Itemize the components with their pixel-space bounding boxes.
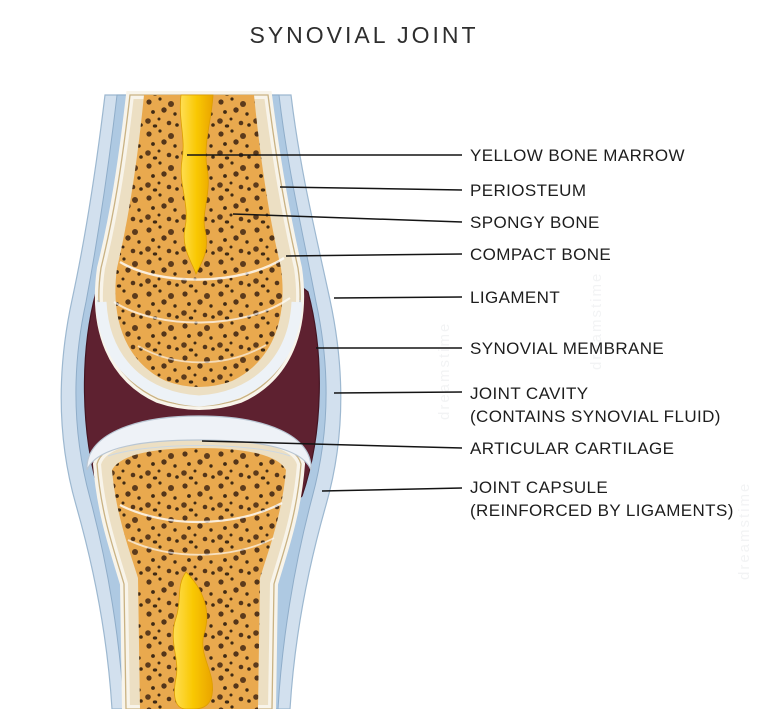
yellow-bone-marrow-shape — [179, 94, 214, 276]
page-title: SYNOVIAL JOINT — [249, 22, 479, 48]
label-text: YELLOW BONE MARROW — [470, 146, 686, 165]
leader-lines — [187, 154, 463, 492]
leader-line-spongy-bone — [232, 213, 463, 223]
upper-spongy-striation — [113, 297, 291, 324]
leader-line-ligament — [333, 296, 463, 299]
label-text: ARTICULAR CARTILAGE — [470, 439, 675, 458]
leader-line-articular-cartilage — [201, 440, 463, 449]
leader-line-joint-cavity — [333, 391, 463, 394]
leader-line-joint-capsule — [321, 487, 463, 492]
lower-spongy-striation — [119, 502, 283, 524]
label-text: SPONGY BONE — [470, 213, 600, 232]
label-subtext: (CONTAINS SYNOVIAL FLUID) — [470, 407, 721, 426]
leader-line-periosteum — [279, 186, 463, 191]
upper-articular-cartilage-shape — [95, 301, 303, 407]
upper-spongy-striation — [119, 256, 285, 281]
leader-line-compact-bone — [285, 253, 463, 257]
label-text: COMPACT BONE — [470, 245, 612, 264]
label-joint-cavity: JOINT CAVITY (CONTAINS SYNOVIAL FLUID) — [470, 382, 721, 428]
label-synovial-membrane: SYNOVIAL MEMBRANE — [470, 337, 664, 360]
label-subtext: (REINFORCED BY LIGAMENTS) — [470, 501, 734, 520]
lower-spongy-striation — [127, 537, 275, 556]
label-yellow-bone-marrow: YELLOW BONE MARROW — [470, 144, 685, 167]
label-compact-bone: COMPACT BONE — [470, 243, 611, 266]
label-joint-capsule: JOINT CAPSULE (REINFORCED BY LIGAMENTS) — [470, 476, 734, 522]
yellow-bone-marrow-lower-shape — [172, 571, 213, 709]
label-text: JOINT CAPSULE — [470, 478, 609, 497]
label-text: LIGAMENT — [470, 288, 561, 307]
upper-spongy-striation — [137, 344, 267, 364]
label-spongy-bone: SPONGY BONE — [470, 211, 600, 234]
label-ligament: LIGAMENT — [470, 286, 560, 309]
label-text: SYNOVIAL MEMBRANE — [470, 339, 665, 358]
label-text: JOINT CAVITY — [470, 384, 589, 403]
lower-articular-cartilage-gloss — [107, 445, 291, 457]
label-periosteum: PERIOSTEUM — [470, 179, 586, 202]
lower-articular-cartilage-shape — [86, 415, 312, 471]
label-text: PERIOSTEUM — [470, 181, 587, 200]
lower-spongy-bone-dots — [112, 448, 286, 709]
label-articular-cartilage: ARTICULAR CARTILAGE — [470, 437, 674, 460]
